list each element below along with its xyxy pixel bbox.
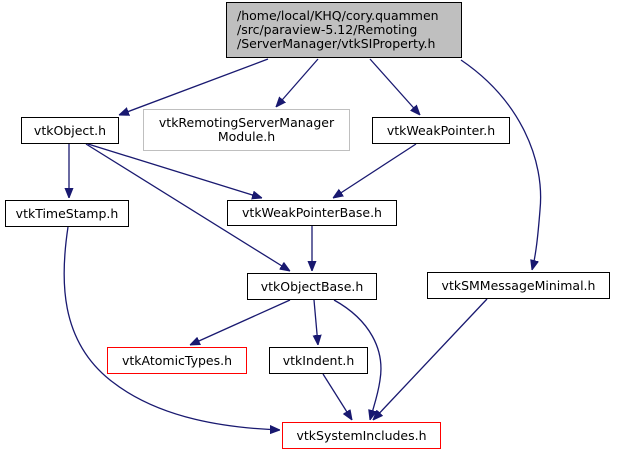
edge-vtkObjectBase-to-vtkIndent xyxy=(314,299,318,345)
edge-vtkObject-to-vtkObjectBase xyxy=(85,143,290,271)
node-label: vtkAtomicTypes.h xyxy=(121,352,233,368)
edge-vtkObject-to-vtkWeakPointerBase xyxy=(87,143,262,198)
node-vtkIndent[interactable]: vtkIndent.h xyxy=(269,347,368,374)
node-vtkTimeStamp[interactable]: vtkTimeStamp.h xyxy=(5,200,129,227)
edge-vtkTimeStamp-to-vtkSystemIncludes xyxy=(63,226,280,430)
node-vtkWeakPointerBase[interactable]: vtkWeakPointerBase.h xyxy=(227,200,397,226)
node-label: vtkSystemIncludes.h xyxy=(296,427,427,443)
edge-root-to-vtkWeakPointer xyxy=(369,58,420,115)
node-vtkWeakPointer[interactable]: vtkWeakPointer.h xyxy=(372,117,510,144)
edge-vtkIndent-to-vtkSystemIncludes xyxy=(322,373,352,420)
node-label: vtkObject.h xyxy=(33,122,107,138)
node-label: vtkWeakPointerBase.h xyxy=(242,205,382,220)
node-label: /home/local/KHQ/cory.quammen /src/paravi… xyxy=(237,8,439,51)
node-label: vtkObjectBase.h xyxy=(260,278,364,294)
node-vtkSystemIncludes[interactable]: vtkSystemIncludes.h xyxy=(282,422,441,449)
edge-root-to-vtkObject xyxy=(119,58,269,115)
node-vtkSMMessageMinimal[interactable]: vtkSMMessageMinimal.h xyxy=(427,272,610,299)
node-label: vtkSMMessageMinimal.h xyxy=(441,277,596,293)
node-vtkRemotingServerManagerModule[interactable]: vtkRemotingServerManager Module.h xyxy=(143,109,350,151)
edge-vtkObjectBase-to-vtkAtomicTypes xyxy=(190,299,291,346)
edge-vtkSMMessageMinimal-to-vtkSystemIncludes xyxy=(373,298,488,420)
edge-vtkWeakPointer-to-vtkWeakPointerBase xyxy=(333,143,417,198)
node-vtkObjectBase[interactable]: vtkObjectBase.h xyxy=(247,273,377,300)
edge-root-to-vtkSMMessageMinimal xyxy=(460,59,542,270)
node-root-vtkSIProperty[interactable]: /home/local/KHQ/cory.quammen /src/paravi… xyxy=(226,2,462,58)
node-vtkAtomicTypes[interactable]: vtkAtomicTypes.h xyxy=(107,347,247,374)
node-label: vtkWeakPointer.h xyxy=(386,122,496,138)
node-label: vtkIndent.h xyxy=(282,352,355,368)
edge-vtkObjectBase-to-vtkSystemIncludes xyxy=(333,299,382,420)
node-vtkObject[interactable]: vtkObject.h xyxy=(21,117,119,144)
node-label: vtkRemotingServerManager Module.h xyxy=(158,115,335,144)
node-label: vtkTimeStamp.h xyxy=(15,205,119,221)
edge-root-to-vtkRemotingServerManagerModule xyxy=(276,58,319,107)
